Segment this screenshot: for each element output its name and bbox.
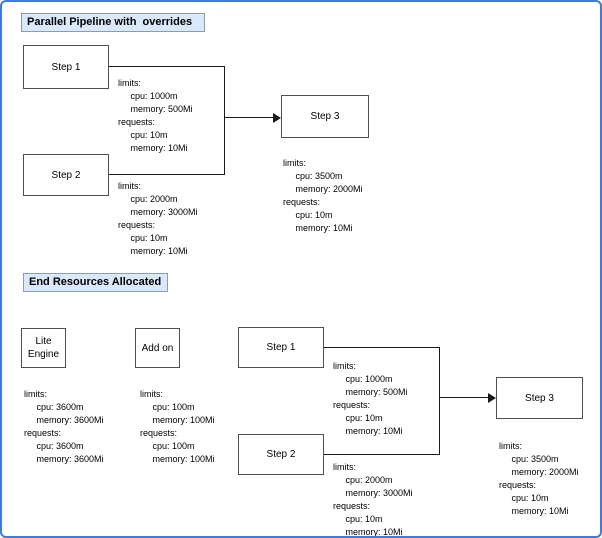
arrowhead-step3-bottom-icon [488,393,496,403]
arrow-to-step3-top-line [224,117,275,118]
node-step2-bottom-label: Step 2 [266,449,296,460]
node-lite-engine: Lite Engine [21,328,66,368]
node-step2-bottom: Step 2 [238,434,324,475]
node-step1-top: Step 1 [23,45,109,89]
node-add-on-label: Add on [141,342,174,354]
node-lite-engine-label-line1: Lite [35,336,52,347]
node-step2-top-label: Step 2 [51,169,81,181]
arrow-to-step3-bottom-line [439,397,490,398]
node-step1-bottom-label: Step 1 [266,342,296,353]
node-step1-bottom: Step 1 [238,327,324,368]
node-step2-top: Step 2 [23,154,109,196]
node-add-on: Add on [135,328,180,368]
section-title-end-resources: End Resources Allocated [23,273,168,292]
connector-step1-bottom-line [324,347,439,348]
connector-step2-bottom-line [324,454,439,455]
node-step1-top-label: Step 1 [51,61,81,73]
node-step3-bottom-label: Step 3 [525,392,554,404]
section-title-parallel-pipeline: Parallel Pipeline with overrides [21,13,205,32]
node-step3-top-label: Step 3 [310,111,340,122]
node-step3-top: Step 3 [281,95,369,138]
connector-junction-bottom-line [439,347,440,455]
node-lite-engine-label-line2: Engine [27,349,60,360]
arrowhead-step3-top-icon [273,113,281,123]
connector-step2-top-line [109,174,224,175]
node-step3-bottom: Step 3 [496,377,583,419]
connector-junction-top-line [224,66,225,175]
connector-step1-top-line [109,66,224,67]
